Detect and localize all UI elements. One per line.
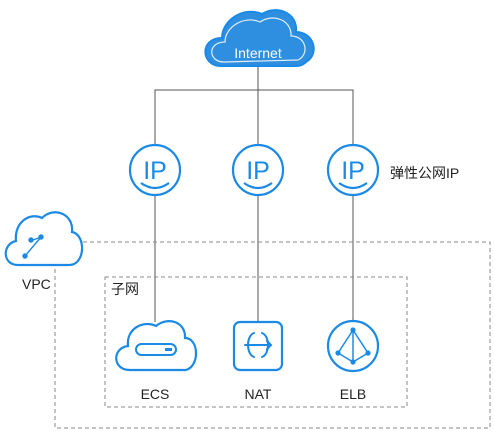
elb-load-balancer-icon bbox=[326, 319, 380, 373]
connectors bbox=[154, 66, 354, 322]
eip-icon-3 bbox=[326, 143, 380, 197]
distribution-bus-line bbox=[154, 89, 354, 146]
eip-icon-2 bbox=[231, 143, 285, 197]
eip-ip-label-2: IP bbox=[246, 157, 270, 185]
vpc-cloud-icon bbox=[4, 211, 84, 267]
ecs-label: ECS bbox=[141, 386, 170, 402]
eip-ip-label-1: IP bbox=[143, 157, 167, 185]
subnet-boundary bbox=[104, 276, 408, 408]
elb-label: ELB bbox=[340, 386, 366, 402]
vpc-boundary bbox=[54, 241, 491, 429]
internet-label: Internet bbox=[234, 45, 282, 61]
ecs-cloud-icon bbox=[115, 320, 198, 372]
internet-cloud-icon bbox=[204, 9, 315, 67]
nat-label: NAT bbox=[245, 386, 272, 402]
subnet-label: 子网 bbox=[111, 281, 139, 297]
eip-caption: 弹性公网IP bbox=[390, 165, 459, 181]
eip-icon-1 bbox=[128, 143, 182, 197]
eip-ip-label-3: IP bbox=[341, 157, 365, 185]
nat-gateway-icon bbox=[232, 320, 284, 372]
vpc-label: VPC bbox=[22, 276, 51, 292]
